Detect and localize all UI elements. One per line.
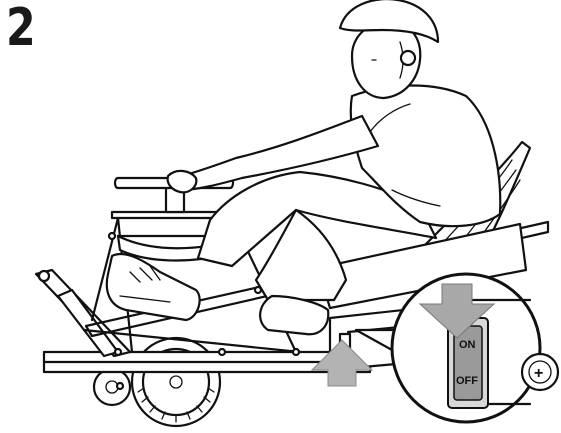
- caster-wheel: [94, 369, 130, 405]
- svg-text:+: +: [534, 365, 543, 382]
- battery-plus-icon: +: [522, 354, 558, 390]
- switch-on-label: ON: [459, 339, 476, 351]
- switch-off-label: OFF: [456, 375, 478, 387]
